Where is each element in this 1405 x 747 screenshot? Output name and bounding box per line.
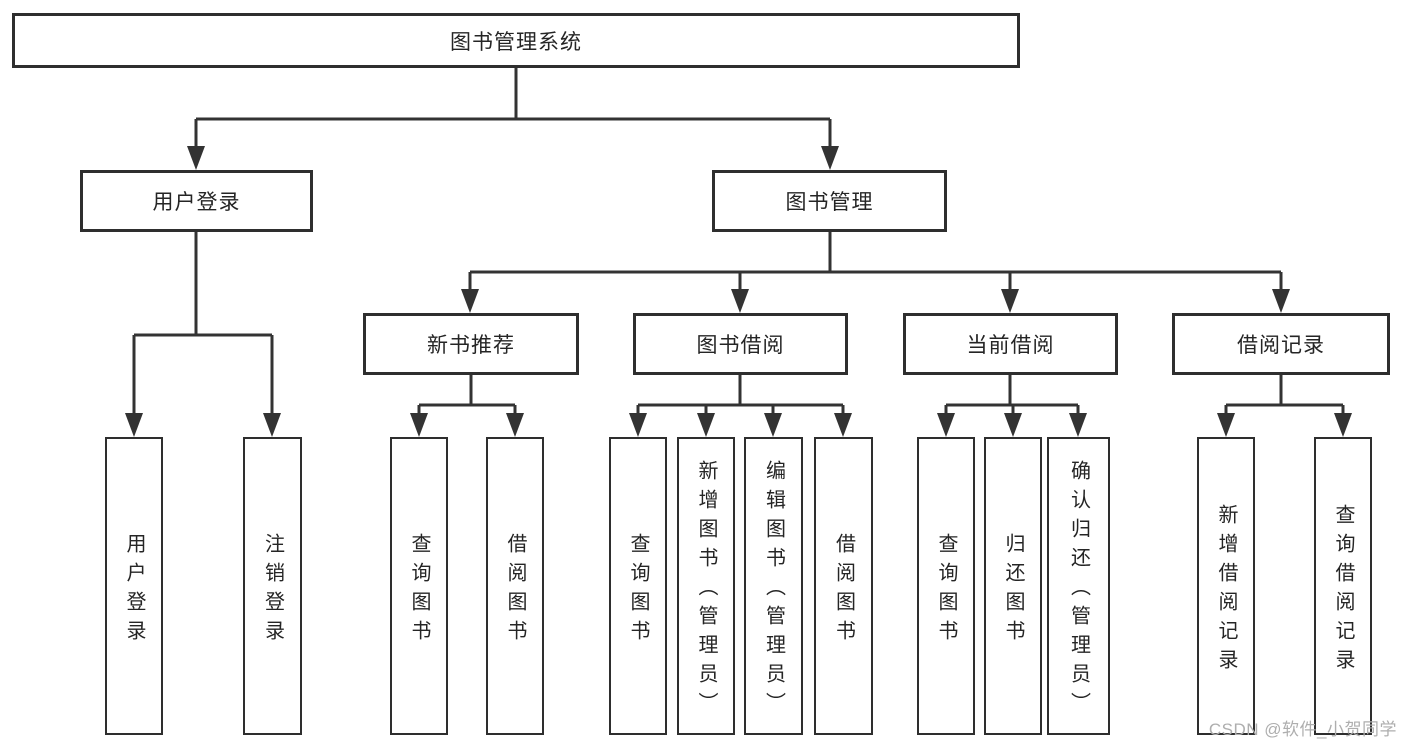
leaf-add-books-admin-label: 新增图书（管理员） xyxy=(695,460,717,721)
leaf-logout: 注销登录 xyxy=(243,437,302,735)
leaf-query-borrowing-record: 查询借阅记录 xyxy=(1314,437,1372,735)
node-book-borrowing: 图书借阅 xyxy=(633,313,848,375)
node-borrowing-records-label: 借阅记录 xyxy=(1237,334,1325,357)
leaf-query-books-under-recommendation: 查询图书 xyxy=(390,437,448,735)
csdn-watermark: CSDN @软件_小贺同学 xyxy=(1208,720,1397,739)
leaf-borrow-books-under-borrowing: 借阅图书 xyxy=(814,437,873,735)
node-user-login: 用户登录 xyxy=(80,170,313,232)
node-current-borrowing-label: 当前借阅 xyxy=(966,334,1055,357)
leaf-return-books: 归还图书 xyxy=(984,437,1042,735)
leaf-confirm-return-admin-label: 确认归还（管理员） xyxy=(1067,460,1090,721)
leaf-edit-books-admin: 编辑图书（管理员） xyxy=(744,437,803,735)
leaf-query-books-label: 查询图书 xyxy=(935,532,957,649)
node-book-borrowing-label: 图书借阅 xyxy=(696,334,785,357)
leaf-query-books-label: 查询图书 xyxy=(627,532,649,649)
leaf-query-books-under-borrowing: 查询图书 xyxy=(609,437,667,735)
node-borrowing-records: 借阅记录 xyxy=(1172,313,1390,375)
leaf-add-borrowing-record-label: 新增借阅记录 xyxy=(1215,503,1237,678)
node-current-borrowing: 当前借阅 xyxy=(903,313,1118,375)
leaf-add-books-admin: 新增图书（管理员） xyxy=(677,437,735,735)
node-book-management-label: 图书管理 xyxy=(785,191,874,214)
leaf-add-borrowing-record: 新增借阅记录 xyxy=(1197,437,1255,735)
node-book-management: 图书管理 xyxy=(712,170,947,232)
leaf-borrow-books-under-recommendation: 借阅图书 xyxy=(486,437,544,735)
leaf-user-login-label: 用户登录 xyxy=(123,532,145,649)
node-root-system: 图书管理系统 xyxy=(12,13,1020,68)
node-new-book-recommendation: 新书推荐 xyxy=(363,313,579,375)
leaf-borrow-books-label: 借阅图书 xyxy=(504,532,526,649)
leaf-return-books-label: 归还图书 xyxy=(1002,532,1024,649)
leaf-user-login: 用户登录 xyxy=(105,437,163,735)
node-new-book-recommendation-label: 新书推荐 xyxy=(427,334,515,357)
leaf-logout-label: 注销登录 xyxy=(261,532,284,649)
leaf-query-books-under-current: 查询图书 xyxy=(917,437,975,735)
node-user-login-label: 用户登录 xyxy=(152,191,241,214)
leaf-query-books-label: 查询图书 xyxy=(408,532,430,649)
leaf-borrow-books-label: 借阅图书 xyxy=(832,532,855,649)
leaf-query-borrowing-record-label: 查询借阅记录 xyxy=(1332,503,1354,678)
leaf-confirm-return-admin: 确认归还（管理员） xyxy=(1047,437,1110,735)
leaf-edit-books-admin-label: 编辑图书（管理员） xyxy=(762,460,785,721)
node-root-label: 图书管理系统 xyxy=(450,30,582,54)
